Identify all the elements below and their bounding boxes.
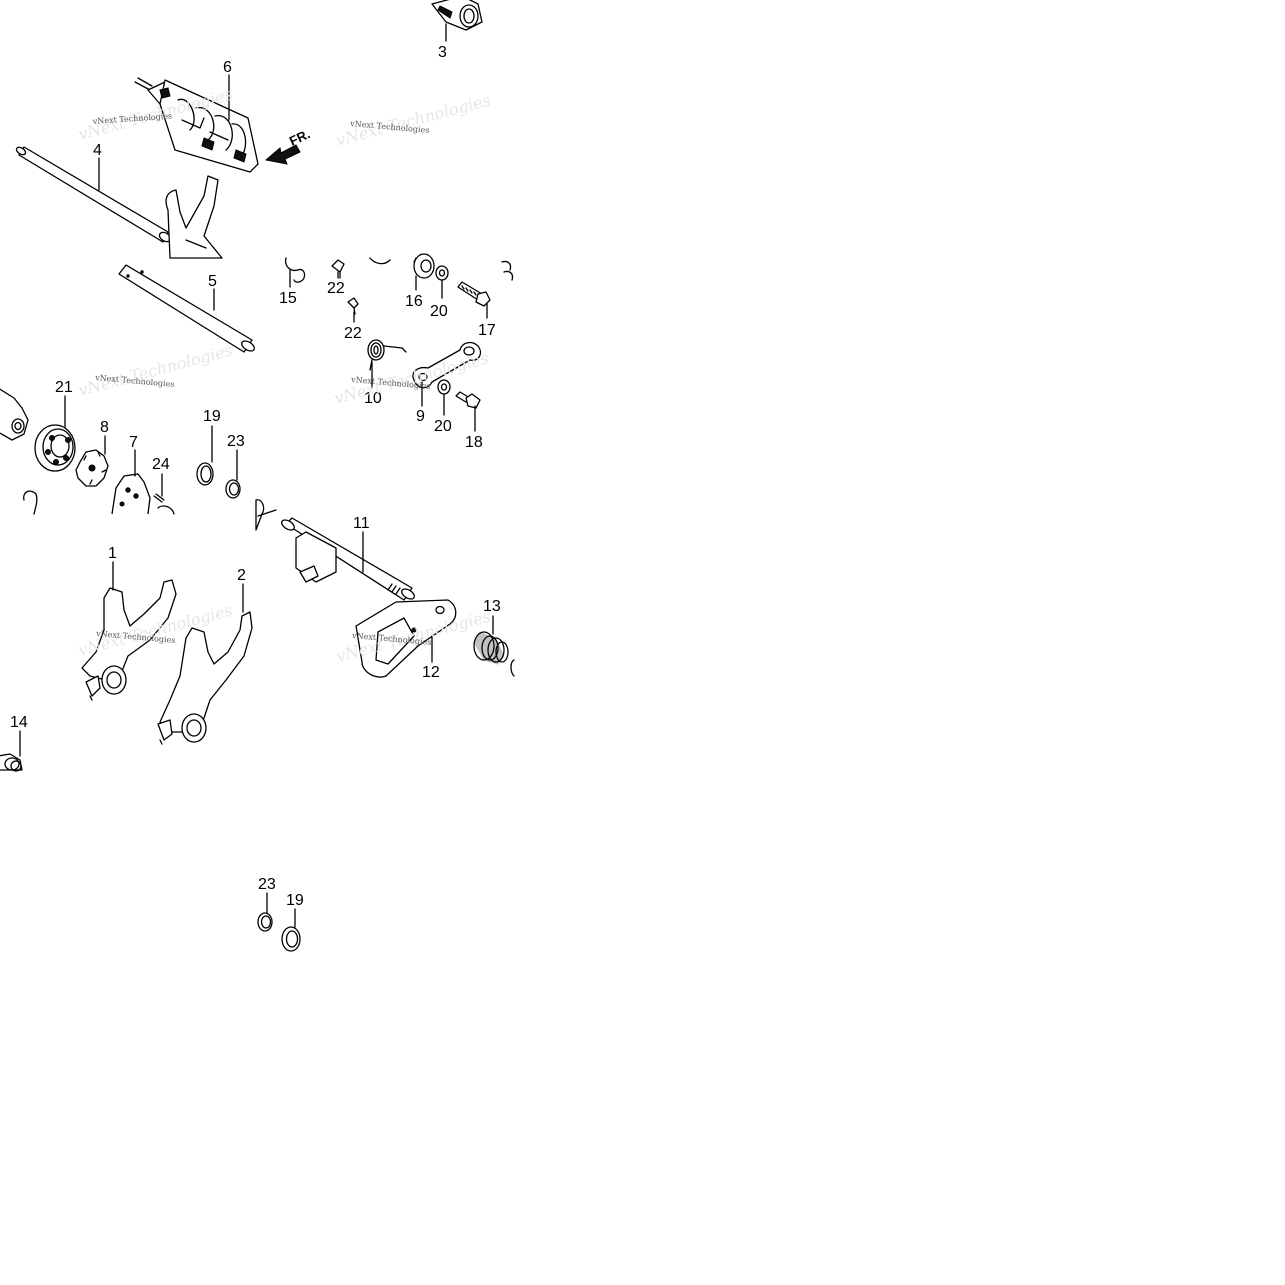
- callout-12: 12: [422, 664, 440, 681]
- part-14-partial: [0, 753, 23, 772]
- callout-7: 7: [129, 434, 138, 451]
- part-6-shift-drum: [134, 77, 259, 173]
- part-22-top: [331, 259, 345, 279]
- part-10-spring: [367, 339, 407, 371]
- part-partial-top: [369, 257, 391, 265]
- direction-label: FR.: [287, 126, 312, 148]
- part-15: [284, 257, 306, 283]
- part-20-top: [435, 265, 449, 281]
- part-23-circlip-mid: [225, 479, 241, 499]
- part-1-fork: [81, 579, 177, 701]
- callout-15: 15: [279, 290, 297, 307]
- part-13-spring: [473, 631, 515, 677]
- front-direction-arrow: FR.: [264, 126, 312, 165]
- part-3: [431, 0, 483, 31]
- callout-16: 16: [405, 293, 423, 310]
- part-left-hook: [23, 490, 38, 515]
- callout-2: 2: [237, 567, 246, 584]
- watermark-bg-3: vNext Technologies: [76, 340, 234, 399]
- part-8-star: [75, 449, 109, 487]
- callout-14: 14: [10, 714, 28, 731]
- callout-5: 5: [208, 273, 217, 290]
- callout-23-lower: 23: [258, 876, 276, 893]
- part-16: [413, 253, 435, 279]
- part-22-lower: [347, 297, 359, 315]
- callout-1: 1: [108, 545, 117, 562]
- callout-20-upper: 20: [430, 303, 448, 320]
- callout-3: 3: [438, 44, 447, 61]
- callout-19-lower: 19: [286, 892, 304, 909]
- part-7-plate: [111, 473, 151, 515]
- callout-11: 11: [353, 515, 370, 532]
- part-5-shaft: [118, 264, 255, 353]
- callout-6: 6: [223, 59, 232, 76]
- part-9-arm: [412, 341, 482, 389]
- part-19-washer-mid: [196, 462, 214, 486]
- callout-10: 10: [364, 390, 382, 407]
- part-partial-right: [501, 260, 514, 281]
- fork-upper-partial: [165, 175, 223, 259]
- part-11-shift-shaft: [255, 499, 415, 601]
- part-19-washer-lower: [281, 926, 301, 952]
- part-12-plate: [355, 599, 457, 678]
- part-left-shaft-end: [0, 388, 29, 441]
- callout-19-mid: 19: [203, 408, 221, 425]
- callout-9: 9: [416, 408, 425, 425]
- leader-lines: [19, 23, 494, 928]
- callout-22-lower: 22: [344, 325, 362, 342]
- callout-13: 13: [483, 598, 501, 615]
- part-18-bolt: [455, 391, 481, 409]
- callout-4: 4: [93, 142, 102, 159]
- part-21-bearing: [34, 424, 76, 472]
- callout-22-upper: 22: [327, 280, 345, 297]
- part-23-circlip-lower: [257, 912, 273, 932]
- callout-17: 17: [478, 322, 496, 339]
- callout-numbers: 3 6 4 5 15 22 16 20 17 22 10 9 20 18 21 …: [10, 44, 501, 909]
- callout-21: 21: [55, 379, 73, 396]
- callout-20-lower: 20: [434, 418, 452, 435]
- part-4-shaft: [15, 146, 172, 243]
- callout-18: 18: [465, 434, 483, 451]
- callout-8: 8: [100, 419, 109, 436]
- callout-23-mid: 23: [227, 433, 245, 450]
- callout-24: 24: [152, 456, 170, 473]
- part-24-pin: [153, 493, 175, 515]
- watermarks: vNext Technologies vNext Technologies vN…: [76, 84, 492, 665]
- part-20-lower: [437, 379, 451, 395]
- part-2-fork: [157, 611, 253, 745]
- part-17-bolt: [457, 281, 491, 307]
